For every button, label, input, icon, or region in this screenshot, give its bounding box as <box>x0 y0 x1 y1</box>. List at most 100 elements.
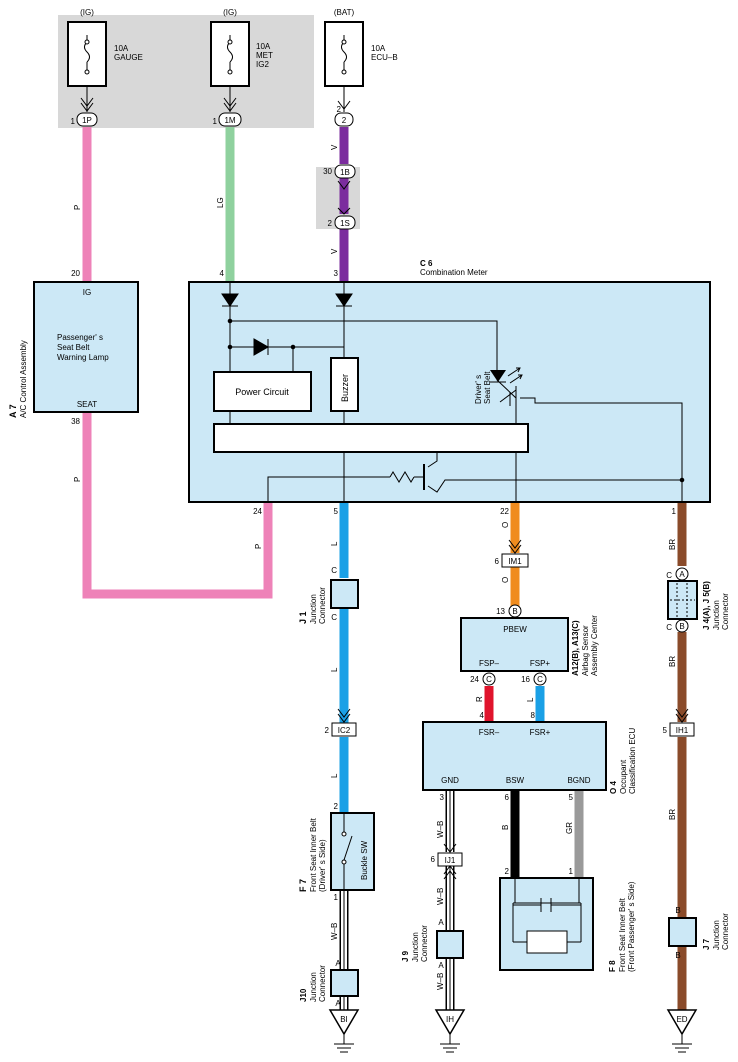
pin-1p: 1 <box>71 117 76 126</box>
code-fsp-plus: L <box>526 697 535 702</box>
fuse1-source-label: (IG) <box>80 8 94 17</box>
fuse3-box <box>324 21 364 87</box>
f7-box <box>330 812 375 891</box>
a12-conn-fsp-plus-label: C <box>537 675 543 684</box>
pin-ih1: 5 <box>663 726 668 735</box>
ground-ed-label: ED <box>676 1015 687 1024</box>
fuse2-box <box>210 21 250 87</box>
a12-label-fsp-minus: FSP– <box>479 659 500 668</box>
o4-label-fsr-minus: FSR– <box>479 728 500 737</box>
wire-seat-p <box>82 412 273 599</box>
j1-name-2: Connector <box>318 587 327 624</box>
a7-lamp-line3: Warning Lamp <box>57 353 109 362</box>
f7-pin-bot: 1 <box>334 893 339 902</box>
c6-bus-block <box>213 423 529 453</box>
connector-1m-label: 1M <box>224 116 235 125</box>
j9-name-2: Connector <box>420 925 429 962</box>
o4-label-gnd: GND <box>441 776 459 785</box>
j4-pin-top: C <box>666 571 672 580</box>
f8-pin-2: 2 <box>505 867 510 876</box>
j1-box <box>330 579 359 609</box>
a12-name-1: Airbag Sensor <box>581 625 590 676</box>
o4-label-fsr-plus: FSR+ <box>530 728 551 737</box>
j1-ref: J 1 <box>298 611 308 624</box>
c6-drivers-lamp-2: Seat Belt <box>483 371 492 404</box>
code-fsp-minus: R <box>475 696 484 702</box>
code-gnd: W–B <box>436 821 445 838</box>
code-j4-out: BR <box>668 656 677 667</box>
j7-name-2: Connector <box>721 913 730 950</box>
fuse2-rating: 10A <box>256 42 271 51</box>
connector-ecub <box>334 112 354 127</box>
fuse3-icon <box>341 41 347 63</box>
power-circuit-box <box>213 371 312 412</box>
connector-1b-label: 1B <box>340 168 350 177</box>
a7-label-ig: IG <box>83 288 91 297</box>
code-ecub-top: V <box>330 144 339 150</box>
fuse1-icon <box>84 41 90 63</box>
connector-1b <box>334 164 356 179</box>
j1-name-1: Junction <box>309 594 318 624</box>
code-c6-5: L <box>330 541 339 546</box>
j10-pin-bot: A <box>335 999 341 1008</box>
a7-ref: A 7 <box>8 404 18 418</box>
connector-ic2-label: IC2 <box>338 726 351 735</box>
f8-name-1: Front Seat Inner Belt <box>618 897 627 972</box>
connector-im1-label: IM1 <box>508 557 522 566</box>
pin-ecub: 2 <box>337 105 342 114</box>
a12-pin-fsp-plus: 16 <box>521 675 530 684</box>
code-j9-out: W–B <box>436 973 445 990</box>
pin-1m: 1 <box>213 117 218 126</box>
o4-pin-bsw: 6 <box>505 793 510 802</box>
j4-name-2: Connector <box>721 593 730 630</box>
a12-box <box>460 617 569 672</box>
j7-name-1: Junction <box>712 920 721 950</box>
o4-label-bgnd: BGND <box>567 776 590 785</box>
c6-internal-circuit <box>221 282 685 502</box>
buzzer-box <box>330 357 359 412</box>
a12-name-2: Assembly Center <box>590 615 599 676</box>
o4-name-1: Occupant <box>619 759 628 794</box>
code-bsw: B <box>501 825 510 830</box>
o4-pin-fsr-plus: 8 <box>531 711 536 720</box>
j9-pin-bot: A <box>438 961 444 970</box>
fuse1-box <box>67 21 107 87</box>
o4-label-bsw: BSW <box>506 776 525 785</box>
a12-conn-fsp-plus <box>533 672 547 686</box>
buzzer-label: Buzzer <box>340 374 350 402</box>
connector-1p <box>76 112 98 127</box>
code-im1-out: O <box>501 577 510 583</box>
buckle-switch-icon <box>341 813 353 890</box>
f7-switch-label: Buckle SW <box>360 840 369 880</box>
c6-drivers-lamp-1: Driver' s <box>474 375 483 404</box>
o4-pin-bgnd: 5 <box>569 793 574 802</box>
code-gauge: P <box>73 205 82 210</box>
a12-pin-fsp-minus: 24 <box>470 675 479 684</box>
j7-box <box>668 917 697 947</box>
j4-conn-top-label: A <box>679 570 685 579</box>
j1-pin-in: C <box>331 566 337 575</box>
pin-1b: 30 <box>323 167 332 176</box>
j7-pin-top: B <box>675 906 680 915</box>
j9-box <box>436 930 464 959</box>
ground-bi-label: BI <box>340 1015 348 1024</box>
a12-label-pbew: PBEW <box>503 625 527 634</box>
o4-box <box>422 721 607 791</box>
code-bgnd: GR <box>565 822 574 834</box>
a7-pin-seat: 38 <box>71 417 80 426</box>
c6-pin-1: 1 <box>672 507 677 516</box>
j9-pin-top: A <box>438 918 444 927</box>
code-ecub-mid: V <box>330 248 339 254</box>
fuse2-icon <box>227 41 233 63</box>
code-ic2-out: L <box>330 773 339 778</box>
ground-ih <box>434 1009 466 1053</box>
code-ij1-out: W–B <box>436 888 445 905</box>
f8-name-2: (Front Passenger' s Side) <box>627 881 636 972</box>
j10-pin-top: A <box>335 959 341 968</box>
power-circuit-label: Power Circuit <box>235 387 289 397</box>
a7-name: A/C Control Assembly <box>19 340 28 418</box>
fuse2-name-2: IG2 <box>256 60 269 69</box>
fuse2-name-1: MET <box>256 51 273 60</box>
connector-1m <box>218 112 242 127</box>
